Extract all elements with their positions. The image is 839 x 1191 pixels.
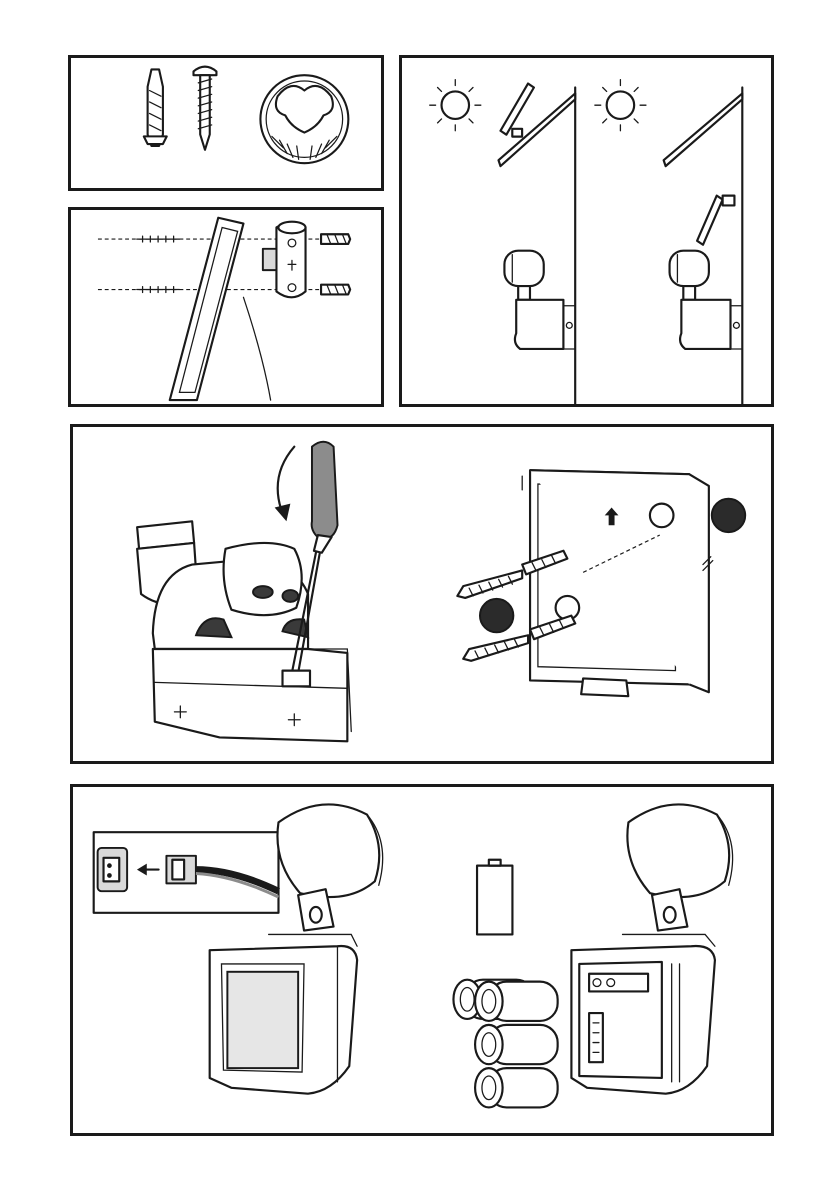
solar-panel-icon: [170, 218, 271, 400]
wall-plug-icon: [321, 234, 350, 294]
solar-panel-mount-panel: [68, 207, 384, 407]
parts-panel: [68, 55, 384, 191]
sun-icon: [430, 80, 481, 131]
floodlight-icon: [504, 251, 575, 349]
mounting-panel: [70, 424, 774, 764]
step-dot: [480, 599, 513, 632]
solar-panel-icon: [697, 196, 734, 245]
solar-mount-illustration: [71, 210, 381, 404]
orientation-panel: [399, 55, 774, 407]
wall-plug-icon: [144, 69, 167, 145]
orientation-illustration: [402, 58, 771, 404]
mounting-illustration: [73, 427, 771, 761]
bracket-mount-icon: [260, 75, 348, 163]
screw-icon: [137, 236, 180, 292]
connector-icon: [98, 848, 127, 891]
battery-icon: [477, 860, 512, 935]
wall-bracket-icon: [263, 222, 306, 298]
solar-panel-icon: [500, 84, 533, 137]
parts-illustration: [71, 58, 381, 188]
rotate-arrow-icon: [275, 447, 295, 522]
floodlight-icon: [670, 251, 743, 349]
battery-icon: [453, 980, 557, 1108]
step-dot: [712, 499, 745, 532]
connector-inset: [94, 832, 279, 913]
sun-icon: [595, 80, 646, 131]
battery-illustration: [73, 787, 771, 1133]
screw-icon: [194, 67, 217, 150]
mounting-plate-icon: [522, 470, 713, 696]
battery-panel: [70, 784, 774, 1136]
